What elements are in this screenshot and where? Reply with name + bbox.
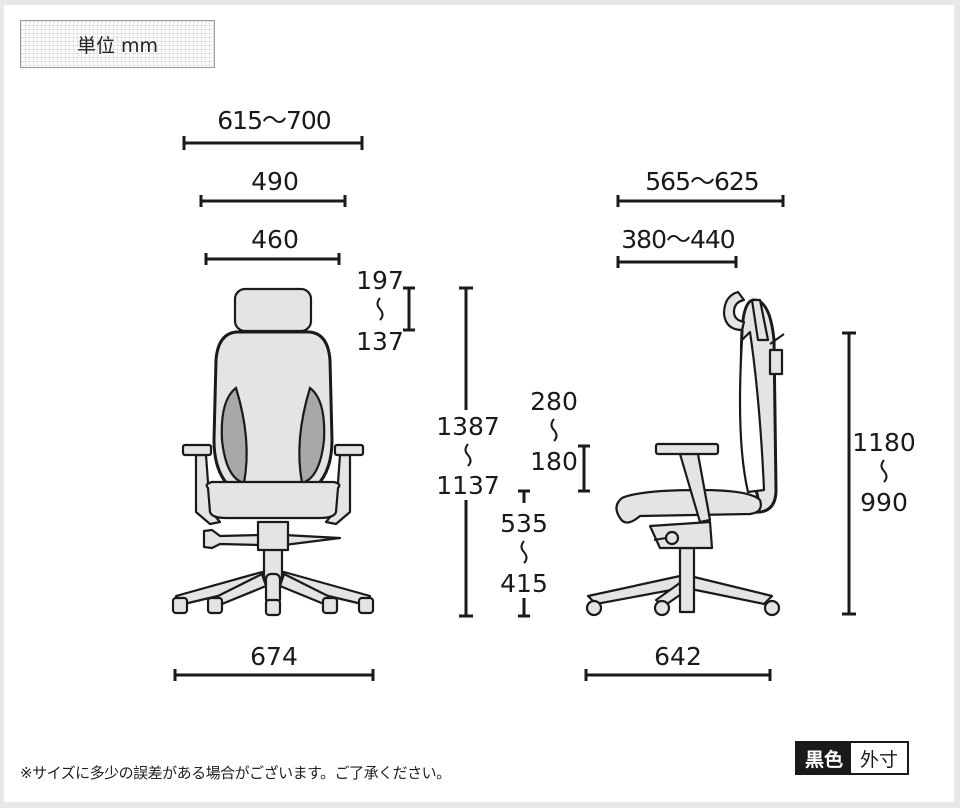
dim-label-seat-height-top: 535 [500, 509, 548, 538]
dim-armrest-height: 280 180 [530, 387, 590, 493]
dim-side-height: 1180 990 [842, 331, 916, 616]
dim-label-armrest-width: 490 [251, 167, 299, 196]
dim-total-height: 1387 1137 [436, 286, 500, 618]
dim-overall-width: 615〜700 [182, 106, 364, 150]
dim-label-armrest-height-top: 280 [530, 387, 578, 416]
caster-icons [171, 596, 375, 617]
unit-label-box: 単位 mm [20, 20, 215, 68]
dim-base-width: 674 [173, 642, 375, 681]
dim-seat-depth: 380〜440 [616, 225, 738, 268]
color-legend: 黒色 外寸 [795, 741, 910, 775]
diagram-frame [4, 5, 954, 802]
dim-label-overall-width: 615〜700 [217, 106, 331, 135]
footnote: ※サイズに多少の誤差がある場合がございます。ご了承ください。 [20, 764, 451, 782]
dim-seat-width: 460 [204, 225, 341, 265]
dim-label-seat-depth: 380〜440 [621, 225, 735, 254]
dim-headrest-adjust: 197 137 [356, 266, 415, 356]
chair-front-view [171, 287, 375, 617]
dim-label-side-height-top: 1180 [852, 428, 916, 457]
dim-label-total-height-top: 1387 [436, 412, 500, 441]
dim-overall-depth: 565〜625 [616, 167, 785, 207]
chair-side-view [585, 290, 785, 617]
dim-label-seat-width: 460 [251, 225, 299, 254]
dim-label-headrest-top: 197 [356, 266, 404, 295]
dim-label-base-width: 674 [250, 642, 298, 671]
dim-label-base-depth: 642 [654, 642, 702, 671]
dim-label-seat-height-bottom: 415 [500, 569, 548, 598]
dim-label-headrest-bottom: 137 [356, 327, 404, 356]
dim-label-total-height-bottom: 1137 [436, 471, 500, 500]
unit-label: 単位 mm [76, 34, 159, 57]
dim-base-depth: 642 [584, 642, 772, 681]
dim-label-side-height-bottom: 990 [860, 488, 908, 517]
dim-armrest-width: 490 [199, 167, 347, 207]
dim-seat-height: 535 415 [500, 489, 548, 618]
legend-color-label: 黒色 [797, 743, 852, 773]
dim-label-overall-depth: 565〜625 [645, 167, 758, 196]
legend-type-label: 外寸 [851, 743, 908, 773]
dim-label-armrest-height-bottom: 180 [530, 447, 578, 476]
